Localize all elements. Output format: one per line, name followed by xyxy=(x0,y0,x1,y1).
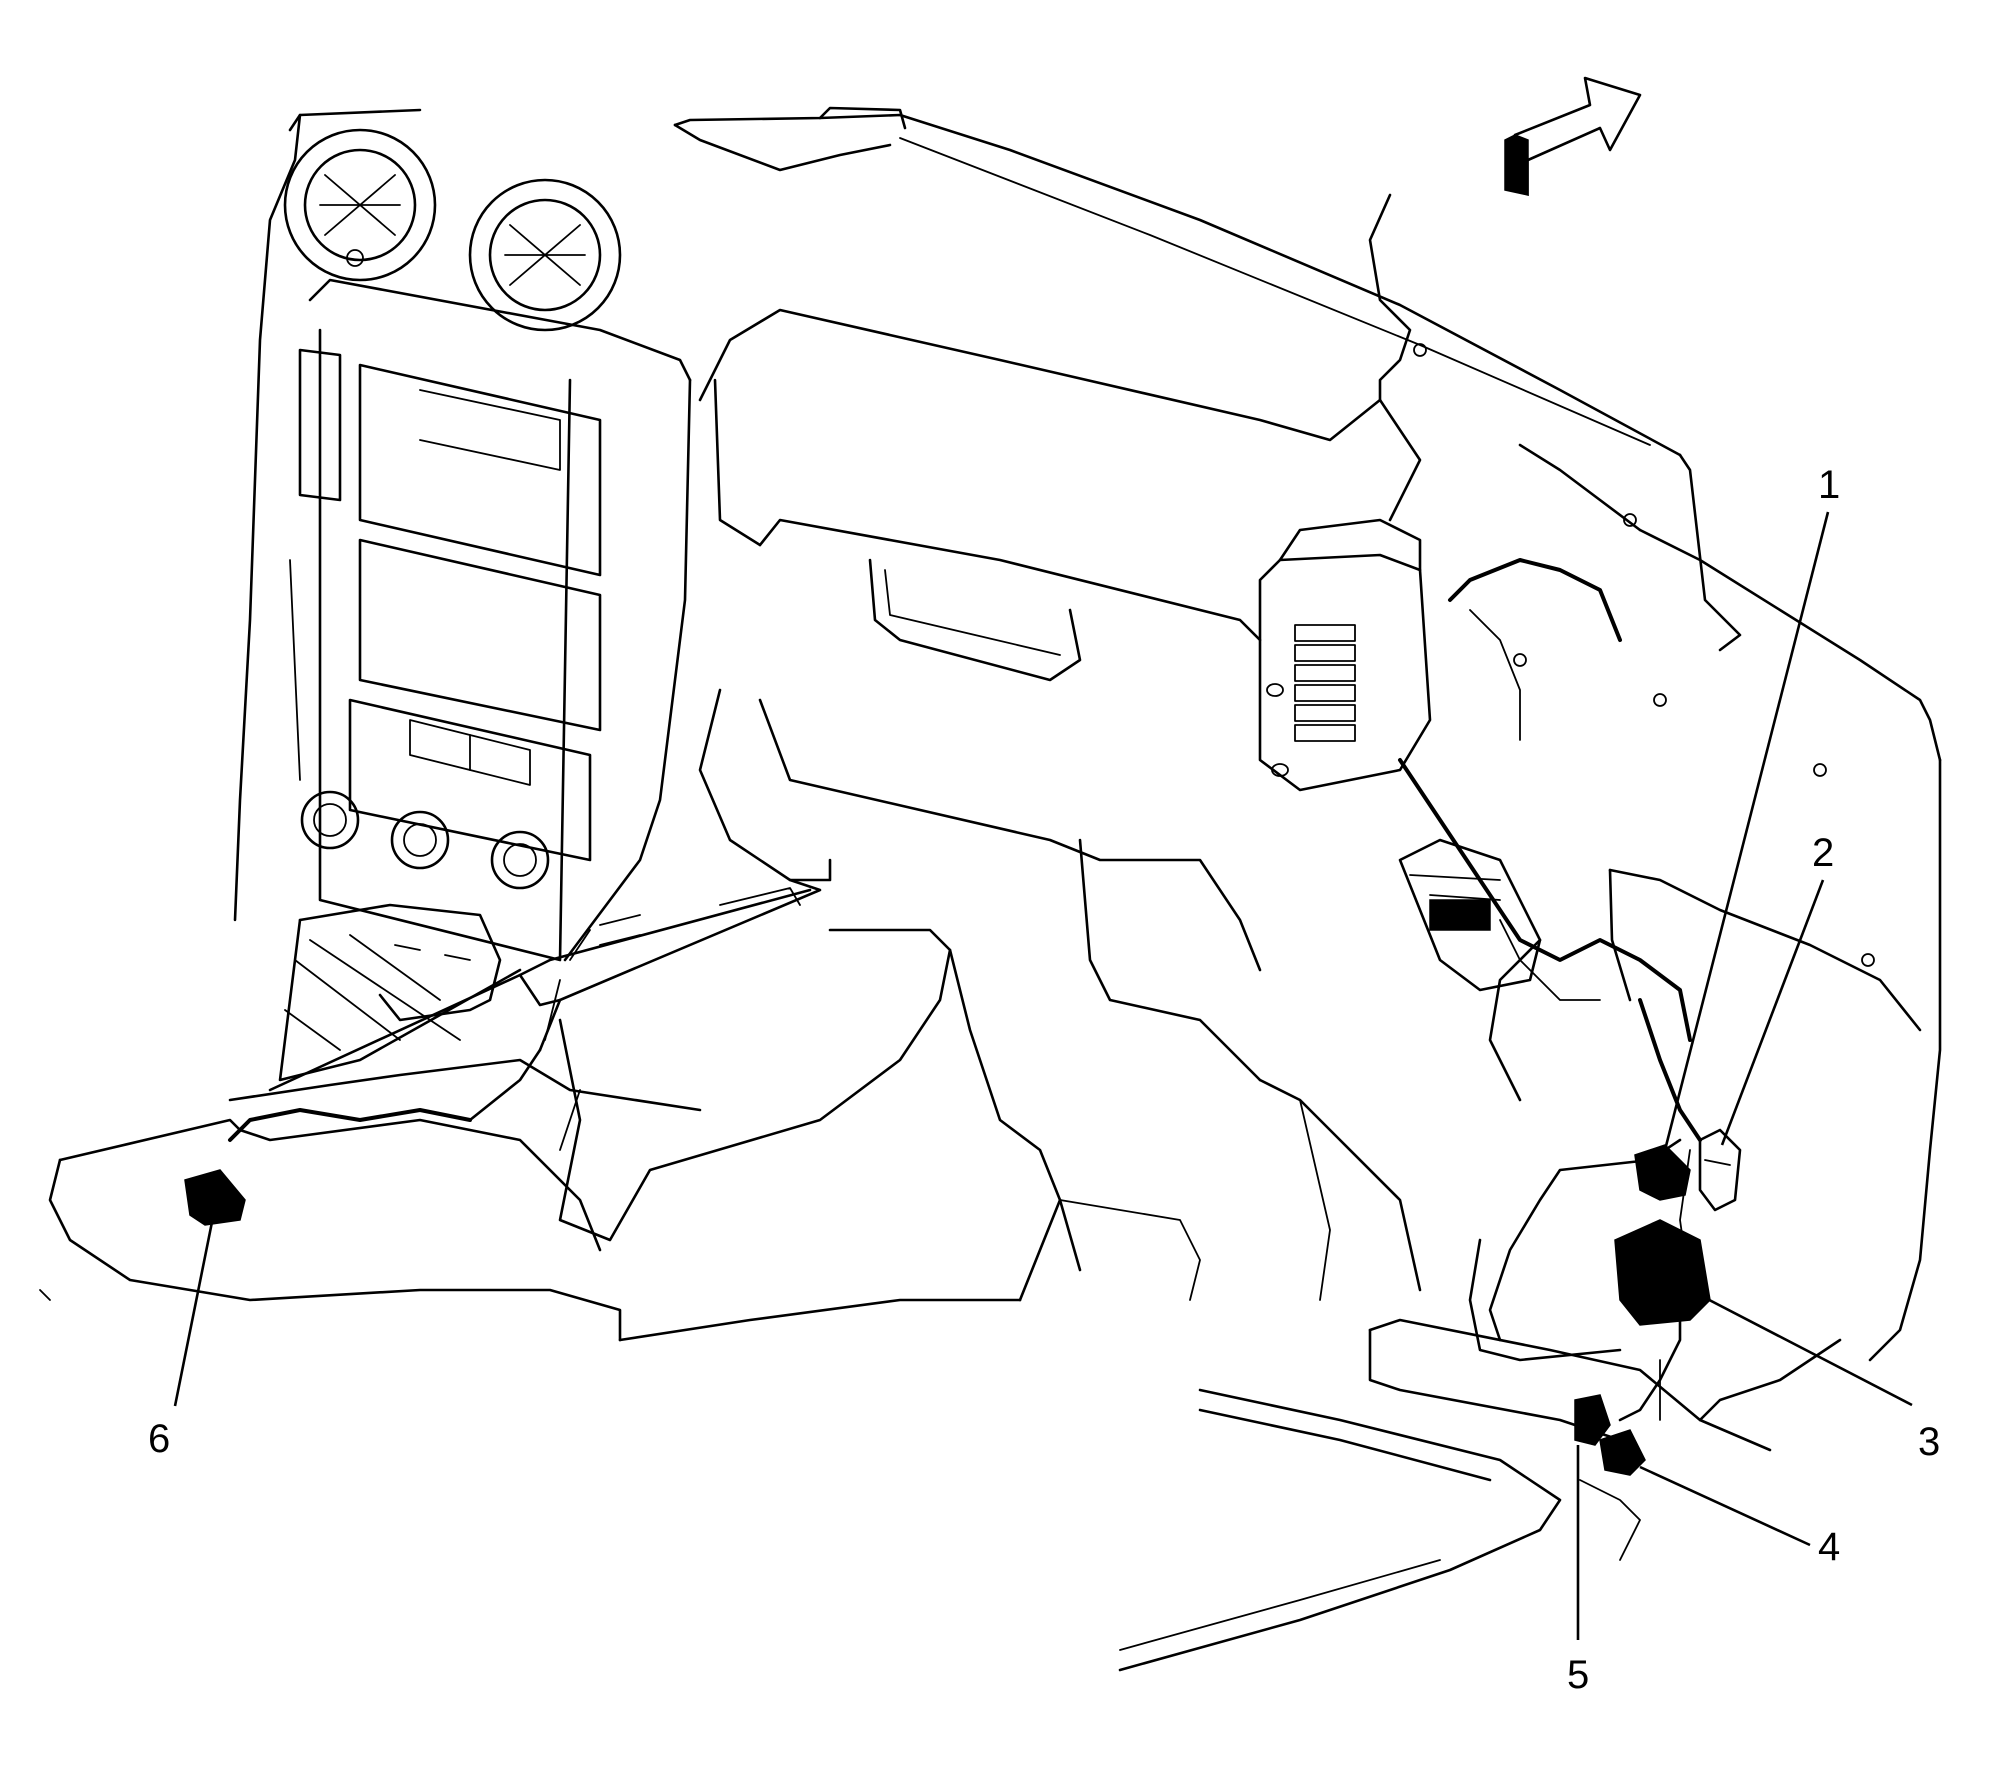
connector-group xyxy=(184,838,1742,1476)
leader-2 xyxy=(1720,879,1825,1146)
callout-labels: 1 2 3 4 5 6 xyxy=(148,463,1940,1697)
direction-arrow-icon xyxy=(1504,76,1642,197)
leader-1 xyxy=(1663,511,1830,1151)
callout-3: 3 xyxy=(1918,1420,1940,1464)
leader-6 xyxy=(173,1221,214,1407)
floor-tunnel xyxy=(39,698,1422,1342)
leader-3 xyxy=(1689,1288,1913,1407)
leader-lines xyxy=(173,511,1913,1640)
passenger-floor xyxy=(1118,1318,1842,1672)
dash-cowl xyxy=(673,106,1742,652)
callout-1: 1 xyxy=(1818,463,1840,507)
callout-4: 4 xyxy=(1818,1525,1840,1569)
center-console xyxy=(268,878,822,1092)
center-stack xyxy=(233,108,692,962)
right-body-side xyxy=(1513,528,1942,1362)
callout-5: 5 xyxy=(1567,1653,1589,1697)
leader-4 xyxy=(1639,1465,1811,1547)
instrument-panel-opening xyxy=(698,193,1422,682)
wiring-harness xyxy=(228,558,1702,1422)
callout-6: 6 xyxy=(148,1417,170,1461)
callout-2: 2 xyxy=(1812,831,1834,875)
hvac-vent-module xyxy=(1258,518,1432,792)
